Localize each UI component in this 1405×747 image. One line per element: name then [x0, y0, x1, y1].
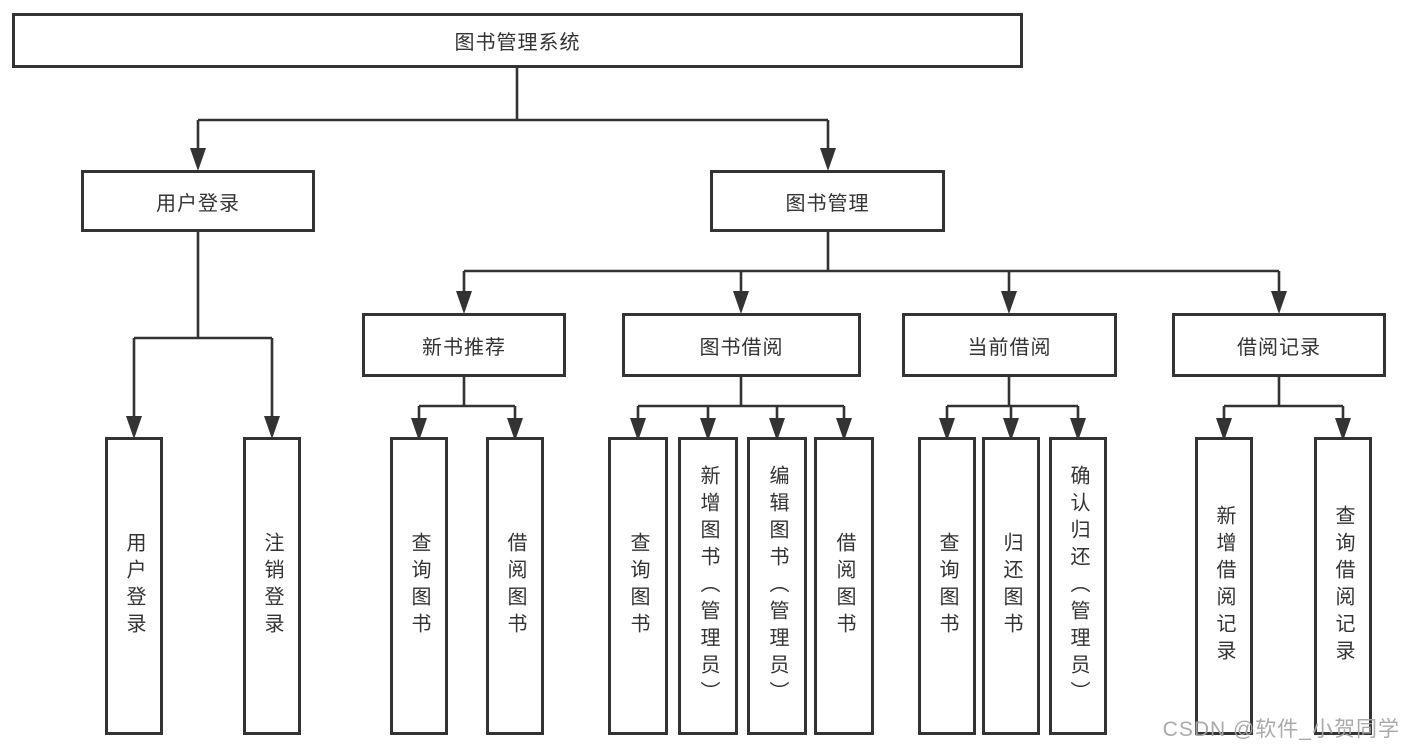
node-current-borrow-label: 当前借阅 [967, 336, 1052, 359]
node-book-borrow-label: 图书借阅 [699, 336, 784, 359]
csdn-watermark: CSDN @软件_小贺同学 [1162, 718, 1400, 741]
node-leaf-confirm-return-admin-label: 确认归还（管理员） [1067, 464, 1089, 708]
node-borrow-records-label: 借阅记录 [1237, 336, 1321, 359]
node-book-management-label: 图书管理 [785, 192, 870, 215]
node-root: 图书管理系统 [12, 13, 1023, 68]
node-leaf-return-books: 归还图书 [982, 437, 1040, 735]
node-leaf-add-borrow-record: 新增借阅记录 [1195, 437, 1253, 735]
node-leaf-query-borrow-record-label: 查询借阅记录 [1332, 505, 1354, 667]
node-leaf-borrow-books-recommend: 借阅图书 [486, 437, 544, 735]
node-leaf-logout: 注销登录 [243, 437, 301, 735]
node-leaf-add-books-admin-label: 新增图书（管理员） [697, 464, 719, 708]
connector-root-to-level2 [196, 68, 830, 151]
node-leaf-return-books-label: 归还图书 [1000, 532, 1022, 640]
node-leaf-borrow-books-recommend-label: 借阅图书 [504, 532, 526, 640]
connector-userlogin-to-leaves [132, 232, 274, 420]
node-leaf-query-books-recommend: 查询图书 [390, 437, 448, 735]
node-leaf-query-books-recommend-label: 查询图书 [408, 532, 430, 640]
node-current-borrow: 当前借阅 [902, 313, 1117, 377]
arrowhead-icons [126, 148, 1351, 441]
node-user-login: 用户登录 [81, 170, 315, 232]
node-leaf-query-books-current: 查询图书 [918, 437, 976, 735]
node-leaf-borrow-books-borrow: 借阅图书 [814, 437, 874, 735]
connector-level3-to-leaves [417, 377, 1345, 421]
node-leaf-query-books-borrow: 查询图书 [608, 437, 668, 735]
node-leaf-query-borrow-record: 查询借阅记录 [1314, 437, 1372, 735]
node-new-book-recommend: 新书推荐 [362, 313, 566, 377]
node-new-book-recommend-label: 新书推荐 [422, 336, 506, 359]
connector-bookmgmt-to-level3 [462, 232, 1281, 294]
node-leaf-add-borrow-record-label: 新增借阅记录 [1213, 505, 1235, 667]
node-leaf-borrow-books-borrow-label: 借阅图书 [833, 532, 855, 640]
node-root-label: 图书管理系统 [454, 32, 581, 54]
node-leaf-query-books-current-label: 查询图书 [936, 532, 958, 640]
node-leaf-add-books-admin: 新增图书（管理员） [678, 437, 738, 735]
node-leaf-user-login-label: 用户登录 [123, 532, 145, 640]
node-leaf-logout-label: 注销登录 [261, 532, 283, 640]
node-leaf-user-login: 用户登录 [105, 437, 163, 735]
node-book-management: 图书管理 [710, 170, 945, 232]
node-leaf-query-books-borrow-label: 查询图书 [627, 532, 649, 640]
node-book-borrow: 图书借阅 [622, 313, 861, 377]
node-borrow-records: 借阅记录 [1172, 313, 1386, 377]
node-leaf-confirm-return-admin: 确认归还（管理员） [1049, 437, 1107, 735]
node-leaf-edit-books-admin-label: 编辑图书（管理员） [766, 464, 788, 708]
node-leaf-edit-books-admin: 编辑图书（管理员） [747, 437, 807, 735]
node-user-login-label: 用户登录 [156, 192, 240, 215]
